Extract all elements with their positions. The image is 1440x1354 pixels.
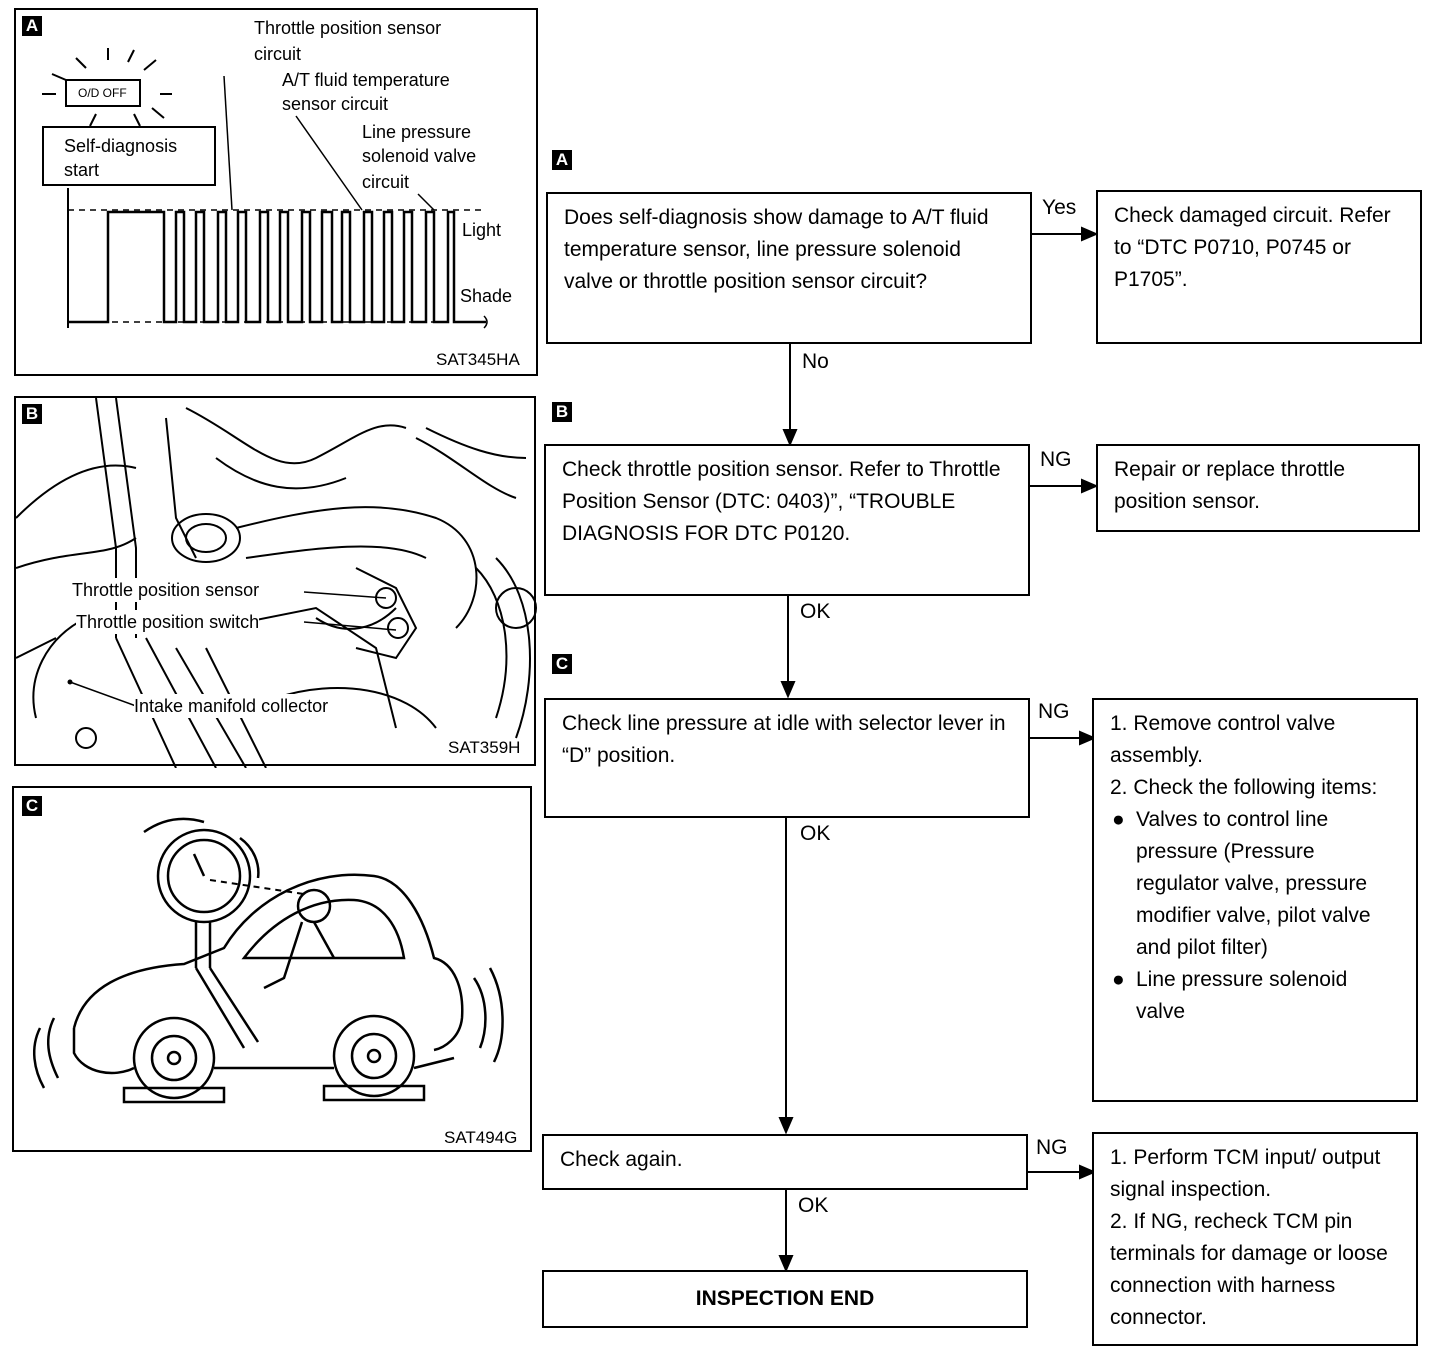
figure-code-b: SAT359H (448, 738, 521, 757)
at-fluid-label: A/T fluid temperature (282, 70, 450, 90)
step-c-text: Check line pressure at idle with selecto… (562, 712, 1006, 767)
step-a-no-label: No (802, 350, 829, 373)
at-fluid-label-2: sensor circuit (282, 94, 389, 114)
step-c-result-bullet-1: ● Valves to control line pressure (Pressu… (1110, 804, 1400, 964)
intake-manifold-label: Intake manifold collector (134, 694, 329, 718)
step-b-ok-label: OK (800, 600, 831, 623)
step-d-result-box: 1. Perform TCM input/ output signal insp… (1092, 1132, 1418, 1346)
step-c-result-bullet-2: ● Line pressure solenoid valve (1110, 964, 1400, 1028)
throttle-position-switch-label: Throttle position switch (76, 610, 260, 634)
step-d-ok-label: OK (798, 1194, 829, 1217)
flow-tag-c: C (552, 654, 572, 674)
step-d-result-item-1: 1. Perform TCM input/ output signal insp… (1110, 1146, 1381, 1201)
step-c-result-item-1: 1. Remove control valve assembly. (1110, 712, 1336, 767)
step-b-text: Check throttle position sensor. Refer to… (562, 458, 1001, 545)
step-c-result-box: 1. Remove control valve assembly. 2. Che… (1092, 698, 1418, 1102)
step-a-yes-label: Yes (1042, 196, 1077, 219)
step-c-ng-label: NG (1038, 700, 1070, 723)
step-b-result: Repair or replace throttle position sens… (1114, 458, 1346, 513)
line-pressure-label-2: solenoid valve (362, 146, 477, 166)
self-diagnosis-label: Self-diagnosis (64, 136, 178, 156)
shade-label: Shade (460, 286, 513, 306)
step-c-box: Check line pressure at idle with selecto… (544, 698, 1030, 818)
inspection-end-label: INSPECTION END (695, 1287, 875, 1310)
panel-b: B Throttle position sensor Throttle posi… (14, 396, 537, 768)
step-a-question-box: Does self-diagnosis show damage to A/T f… (546, 192, 1032, 344)
flow-tag-b: B (552, 402, 572, 422)
figure-code-c: SAT494G (444, 1128, 518, 1147)
bullet-icon: ● (1112, 968, 1125, 991)
self-diagnosis-start-box: Self-diagnosis start (42, 126, 216, 186)
panel-a: A O/D OFF Self-diagnosis start Throttle … (14, 8, 538, 376)
tag-b: B (22, 404, 42, 424)
step-b-box: Check throttle position sensor. Refer to… (544, 444, 1030, 596)
bullet-icon: ● (1112, 808, 1125, 831)
step-c-bullet-1-text: Valves to control line pressure (Pressur… (1136, 808, 1371, 959)
panel-c: C SAT494G (12, 786, 532, 1152)
inspection-end-box: INSPECTION END (542, 1270, 1028, 1328)
figure-code-a: SAT345HA (436, 350, 520, 369)
tps-circuit-label-2: circuit (254, 44, 302, 64)
step-c-bullet-2-text: Line pressure solenoid valve (1136, 968, 1348, 1023)
step-a-result: Check damaged circuit. Refer to “DTC P07… (1114, 204, 1391, 291)
step-d-box: Check again. (542, 1134, 1028, 1190)
step-c-result-item-2: 2. Check the following items: (1110, 776, 1378, 799)
step-a-result-box: Check damaged circuit. Refer to “DTC P07… (1096, 190, 1422, 344)
line-pressure-label: Line pressure (362, 122, 472, 142)
throttle-position-sensor-label: Throttle position sensor (72, 578, 260, 602)
line-pressure-label-3: circuit (362, 172, 410, 192)
light-label: Light (462, 220, 502, 240)
step-b-result-box: Repair or replace throttle position sens… (1096, 444, 1420, 532)
self-diagnosis-waveform (42, 48, 488, 329)
flow-tag-a: A (552, 150, 572, 170)
tag-c: C (22, 796, 42, 816)
step-b-ng-label: NG (1040, 448, 1072, 471)
step-a-question: Does self-diagnosis show damage to A/T f… (564, 206, 989, 293)
engine-bay-illustration (16, 398, 537, 768)
tag-a: A (22, 16, 42, 36)
step-d-text: Check again. (560, 1148, 683, 1171)
tps-circuit-label: Throttle position sensor (254, 18, 442, 38)
step-c-ok-label: OK (800, 822, 831, 845)
od-off-button-label: O/D OFF (78, 86, 127, 100)
line-pressure-test-car-illustration (33, 817, 504, 1104)
step-d-result-item-2: 2. If NG, recheck TCM pin terminals for … (1110, 1210, 1388, 1329)
self-diagnosis-label-2: start (64, 160, 100, 180)
step-d-ng-label: NG (1036, 1136, 1068, 1159)
